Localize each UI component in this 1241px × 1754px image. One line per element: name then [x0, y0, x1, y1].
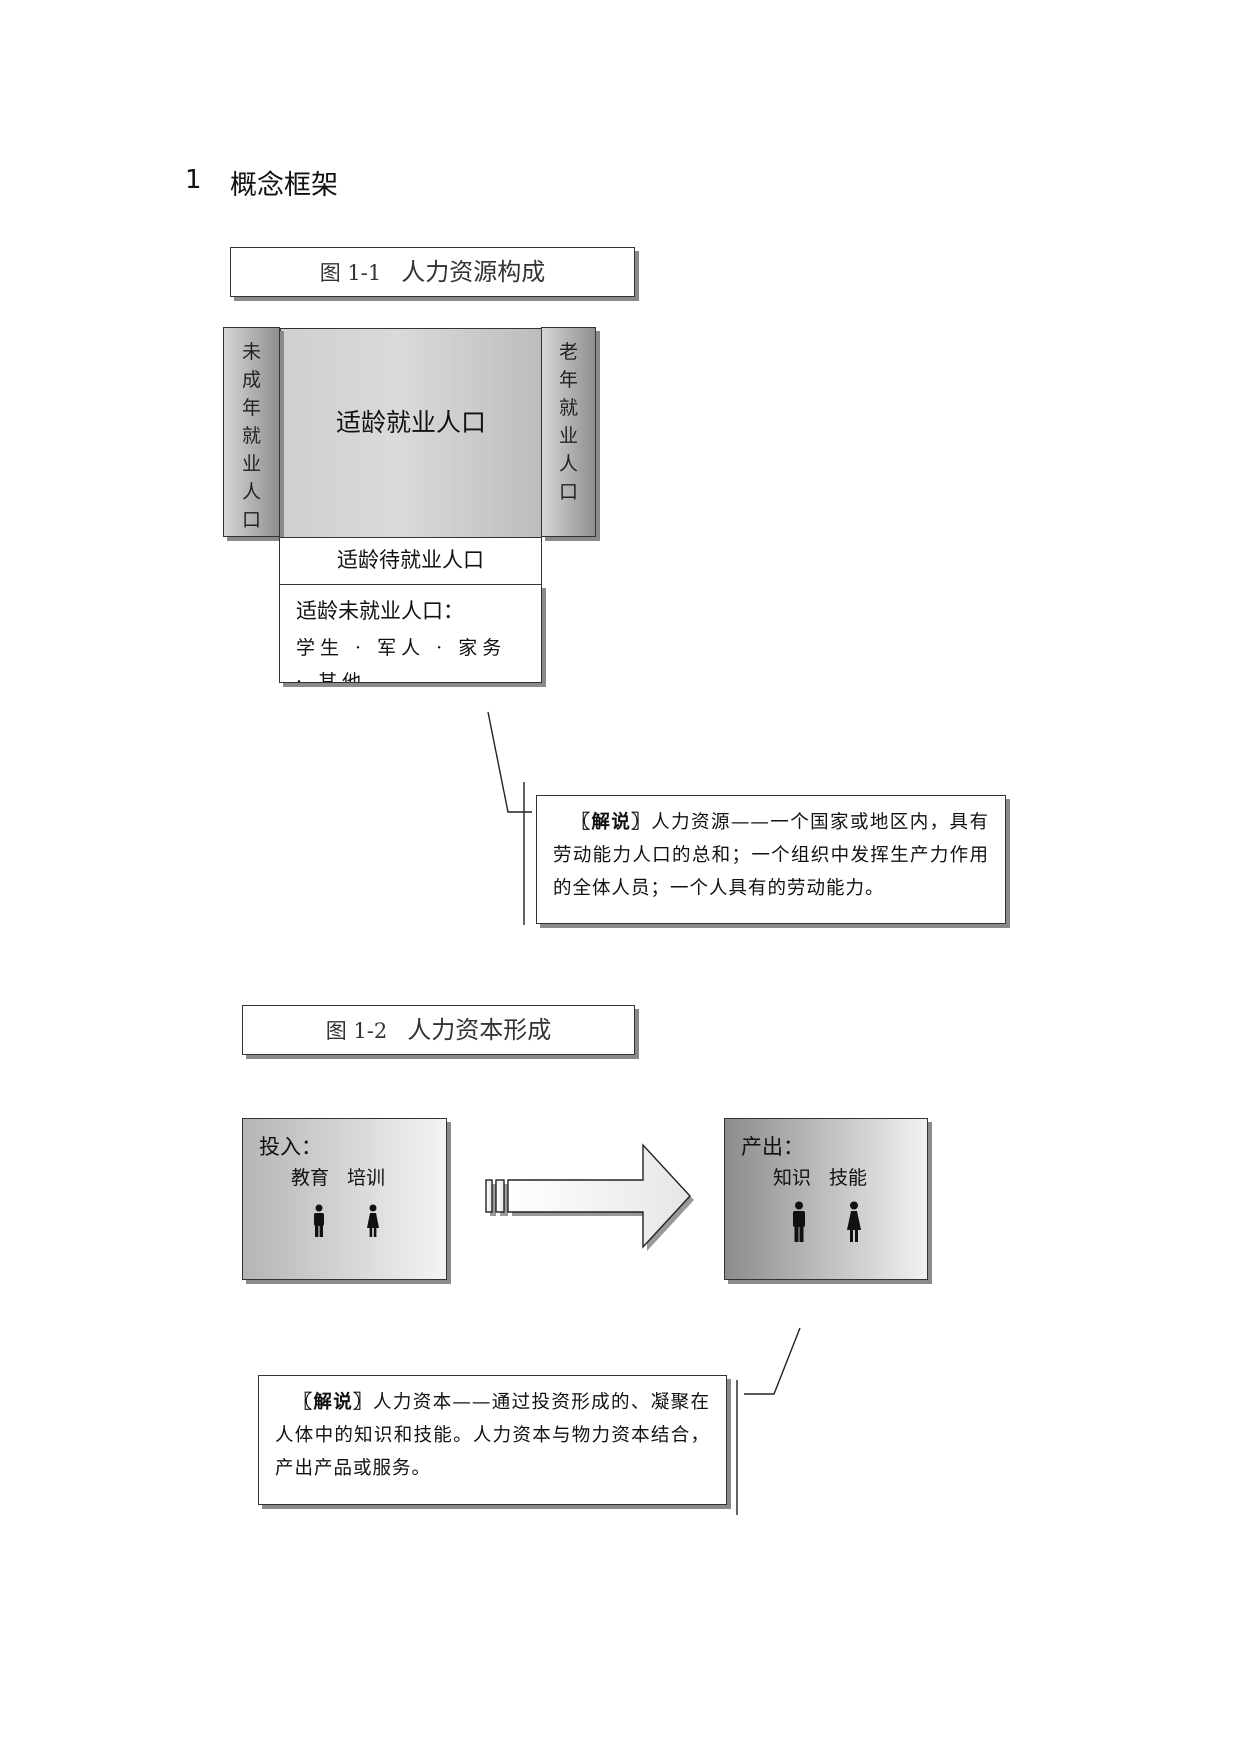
elderly-employed-char: 口: [558, 481, 578, 503]
minor-employed-char: 未: [241, 341, 261, 363]
minor-employed-label: 未成年就业人口: [224, 338, 279, 534]
figure1-caption: 图 1-1 人力资源构成: [230, 247, 635, 297]
figure2-number: 图 1-2: [325, 1019, 388, 1043]
figure2-title: 人力资本形成: [407, 1016, 552, 1044]
woman-icon: [367, 1204, 379, 1237]
unemployed-label: 适龄未就业人口：: [296, 599, 464, 623]
minor-employed-char: 成: [241, 369, 261, 391]
input-items: 教育培训: [291, 1163, 403, 1190]
output-label: 产出：: [741, 1135, 804, 1159]
elderly-employed-char: 老: [558, 341, 578, 363]
figure2-note-tag: 〖解说〗: [293, 1392, 373, 1413]
figure1-note-tag: 〖解说〗: [571, 812, 652, 833]
figure2-caption: 图 1-2 人力资本形成: [242, 1005, 635, 1055]
figure1-note-text: 人力资源——一个国家或地区内，具有劳动能力人口的总和；一个组织中发挥生产力作用的…: [553, 812, 989, 899]
employed-population-label: 适龄就业人口: [335, 408, 486, 437]
output-items: 知识技能: [773, 1163, 885, 1190]
waiting-employment-box: 适龄待就业人口: [279, 537, 542, 585]
minor-employed-column: 未成年就业人口: [223, 327, 280, 537]
minor-employed-char: 人: [241, 481, 261, 503]
elderly-employed-column: 老年就业人口: [541, 327, 596, 537]
unemployed-box: 适龄未就业人口： 学生 · 军人 · 家务 · 其他: [279, 584, 542, 683]
unemployed-items: 学生 · 军人 · 家务 · 其他: [296, 637, 507, 683]
minor-employed-char: 口: [241, 509, 261, 531]
woman-icon: [847, 1201, 861, 1242]
elderly-employed-char: 就: [558, 397, 578, 419]
figure1-note: 〖解说〗人力资源——一个国家或地区内，具有劳动能力人口的总和；一个组织中发挥生产…: [536, 795, 1006, 924]
man-icon: [314, 1204, 324, 1237]
figure2-note-text: 人力资本——通过投资形成的、凝聚在人体中的知识和技能。人力资本与物力资本结合，产…: [275, 1392, 710, 1479]
output-item: 技能: [829, 1167, 868, 1189]
figure2-callout-line: [736, 1327, 801, 1515]
input-box: 投入： 教育培训: [242, 1118, 447, 1280]
input-item: 培训: [347, 1167, 386, 1189]
output-item: 知识: [773, 1167, 812, 1189]
elderly-employed-char: 业: [558, 425, 578, 447]
figure1-title: 人力资源构成: [401, 258, 546, 286]
employed-population-box: 适龄就业人口: [280, 328, 542, 538]
waiting-employment-label: 适龄待就业人口: [337, 548, 484, 572]
elderly-employed-char: 年: [558, 369, 578, 391]
elderly-employed-label: 老年就业人口: [542, 338, 595, 506]
figure1-callout-line: [487, 711, 532, 925]
minor-employed-char: 业: [241, 453, 261, 475]
section-title: 概念框架: [230, 170, 338, 201]
input-label: 投入：: [259, 1135, 322, 1159]
input-item: 教育: [291, 1167, 330, 1189]
minor-employed-char: 年: [241, 397, 261, 419]
man-icon: [793, 1201, 805, 1242]
figure1-number: 图 1-1: [319, 261, 382, 285]
figure2-note: 〖解说〗人力资本——通过投资形成的、凝聚在人体中的知识和技能。人力资本与物力资本…: [258, 1375, 727, 1505]
right-arrow-icon: [485, 1143, 694, 1251]
section-number: 1: [185, 165, 202, 195]
elderly-employed-char: 人: [558, 453, 578, 475]
minor-employed-char: 就: [241, 425, 261, 447]
output-box: 产出： 知识技能: [724, 1118, 928, 1280]
